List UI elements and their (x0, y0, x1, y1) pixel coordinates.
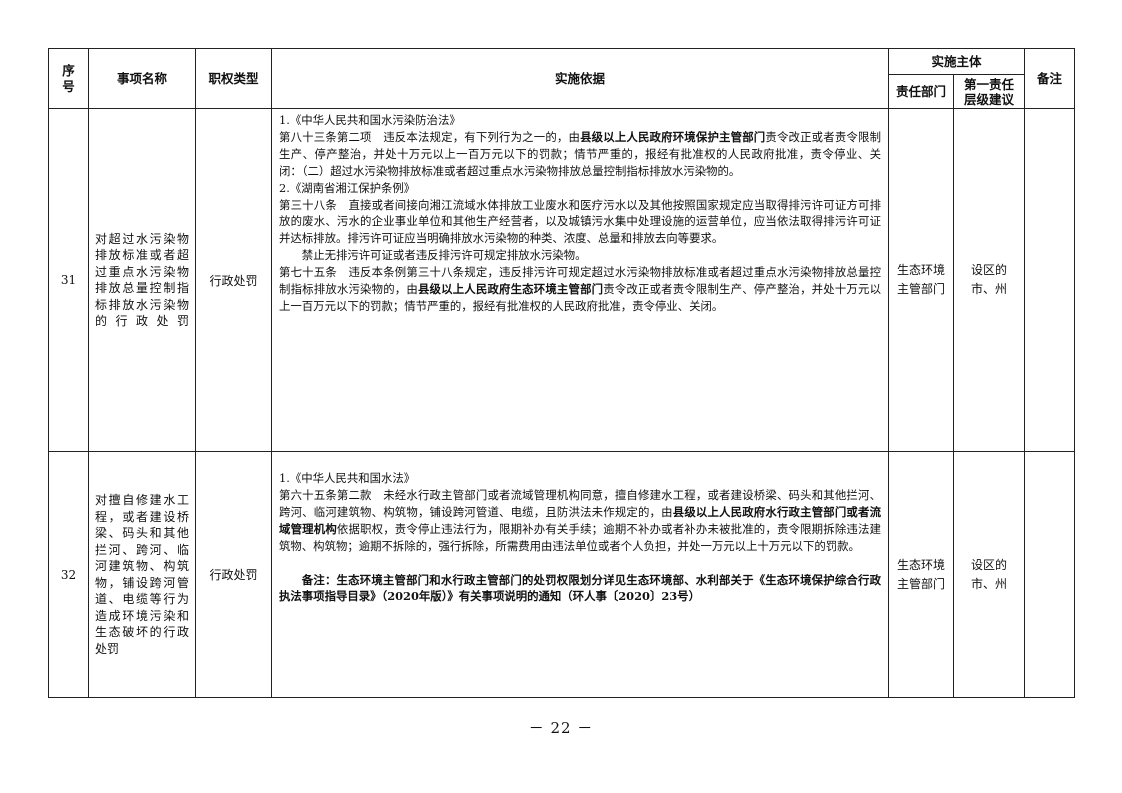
header-subject: 实施主体 (887, 48, 1026, 75)
header-seq: 序号 (48, 48, 89, 109)
header-power-type: 职权类型 (195, 48, 272, 109)
power-type: 行政处罚 (195, 451, 272, 698)
table-row: 32 对擅自修建水工程，或者建设桥梁、码头和其他拦河、跨河、临河建筑物、构筑物，… (48, 451, 1076, 698)
item-name: 对擅自修建水工程，或者建设桥梁、码头和其他拦河、跨河、临河建筑物、构筑物，铺设跨… (88, 451, 196, 698)
document-table: 序号 事项名称 职权类型 实施依据 实施主体 备注 责任部门 第一责任层级建议 … (48, 48, 1076, 698)
row-number: 32 (48, 451, 89, 698)
responsible-authority: 县级以上人民政府水行政主管部门或者流域管理机构 (279, 504, 881, 536)
power-type: 行政处罚 (195, 108, 272, 452)
responsible-dept: 生态环境主管部门 (888, 451, 954, 698)
basis-remark: 备注：生态环境主管部门和水行政主管部门的处罚权限划分详见生态环境部、水利部关于《… (279, 572, 881, 604)
header-name: 事项名称 (88, 48, 196, 109)
law-article: 第七十五条 违反本条例第三十八条规定，违反排污许可规定超过水污染物排放标准或者超… (279, 265, 881, 313)
law-title: 1.《中华人民共和国水污染防治法》 (279, 113, 461, 127)
responsible-dept: 生态环境主管部门 (888, 108, 954, 452)
row-number: 31 (48, 108, 89, 452)
implementation-basis: 1.《中华人民共和国水污染防治法》 第八十三条第二项 违反本法规定，有下列行为之… (271, 108, 889, 452)
law-article: 第六十五条第二款 未经水行政主管部门或者流域管理机构同意，擅自修建水工程，或者建… (279, 487, 881, 553)
responsible-authority: 县级以上人民政府生态环境主管部门 (417, 282, 604, 297)
header-dept: 责任部门 (888, 74, 954, 109)
responsibility-level: 设区的市、州 (952, 451, 1026, 698)
implementation-basis: 1.《中华人民共和国水法》 第六十五条第二款 未经水行政主管部门或者流域管理机构… (271, 451, 889, 698)
remark-cell (1024, 451, 1076, 698)
header-basis: 实施依据 (271, 48, 889, 109)
responsible-authority: 县级以上人民政府环境保护主管部门 (580, 129, 766, 144)
law-article: 第三十八条 直接或者间接向湘江流域水体排放工业废水和医疗污水以及其他按照国家规定… (279, 197, 881, 246)
law-title: 2.《湖南省湘江保护条例》 (279, 180, 416, 195)
remark-cell (1024, 108, 1076, 452)
law-article: 第八十三条第二项 违反本法规定，有下列行为之一的，由县级以上人民政府环境保护主管… (279, 129, 881, 178)
responsibility-level: 设区的市、州 (952, 108, 1026, 452)
item-name: 对超过水污染物排放标准或者超过重点水污染物排放总量控制指标排放水污染物的行政处罚 (88, 108, 196, 452)
law-title: 1.《中华人民共和国水法》 (279, 471, 416, 485)
page-number: － 22 － (528, 719, 594, 737)
table-row: 31 对超过水污染物排放标准或者超过重点水污染物排放总量控制指标排放水污染物的行… (48, 108, 1076, 452)
header-level: 第一责任层级建议 (952, 74, 1026, 109)
law-article: 禁止无排污许可证或者违反排污许可规定排放水污染物。 (301, 248, 587, 263)
header-note: 备注 (1024, 48, 1076, 109)
